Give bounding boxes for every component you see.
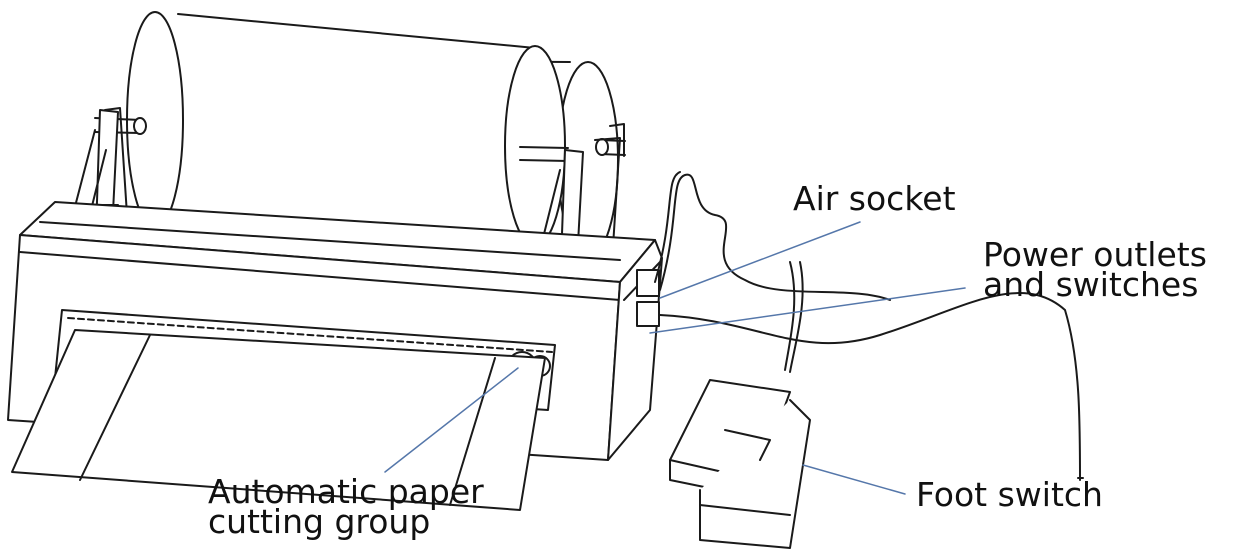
power-outlets-line1: Power outlets <box>983 235 1207 274</box>
leader-foot <box>802 464 906 495</box>
foot-switch-label: Foot switch <box>916 475 1103 514</box>
power-cord <box>659 292 1084 481</box>
machine-side-panel <box>607 239 663 461</box>
paper-roll-front <box>126 11 566 249</box>
cutting-group-line2: cutting group <box>208 502 431 541</box>
air-socket-text: Air socket <box>793 179 956 218</box>
cutting-group-line1: Automatic paper <box>208 472 484 511</box>
foot-switch-text: Foot switch <box>916 475 1103 514</box>
power-outlets-label: Power outlets and switches <box>983 235 1207 304</box>
leader-lines <box>384 221 966 495</box>
power-outlets-line2: and switches <box>983 265 1199 304</box>
leader-cutting <box>384 367 519 473</box>
leader-power <box>649 287 966 334</box>
air-socket-label: Air socket <box>793 179 956 218</box>
leader-air-socket <box>659 221 861 299</box>
paper-sheet <box>11 329 546 511</box>
air-hose <box>654 171 891 301</box>
cutting-group-label: Automatic paper cutting group <box>208 472 484 541</box>
foot-switch-device <box>669 261 811 549</box>
